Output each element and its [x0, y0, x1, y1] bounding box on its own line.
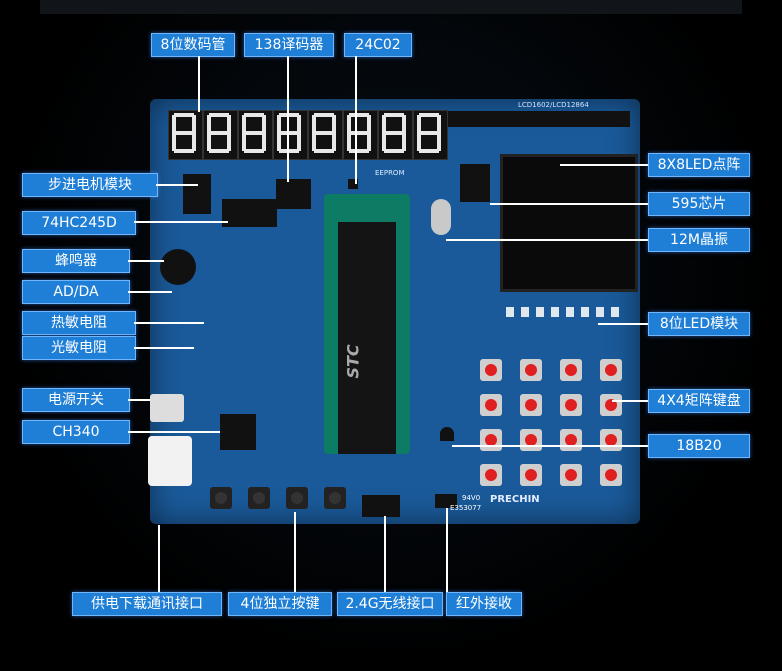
line-595 — [490, 203, 648, 205]
line-dot-matrix — [560, 164, 648, 166]
label-usb: 供电下载通讯接口 — [72, 592, 222, 616]
label-crystal: 12M晶振 — [648, 228, 750, 252]
stepper-driver-ic — [183, 174, 211, 214]
code-text: E353077 — [450, 504, 482, 512]
crystal-oscillator — [431, 199, 451, 235]
line-led-module — [598, 323, 648, 325]
label-thermistor: 热敏电阻 — [22, 311, 136, 335]
independent-key[interactable] — [210, 487, 232, 509]
usb-port-component — [148, 436, 192, 486]
line-power-switch — [128, 399, 150, 401]
matrix-keypad — [480, 359, 625, 494]
label-buttons: 4位独立按键 — [228, 592, 332, 616]
ic595 — [460, 164, 490, 202]
line-eeprom — [355, 56, 357, 184]
keypad-key[interactable] — [480, 429, 502, 451]
keypad-key[interactable] — [560, 359, 582, 381]
keypad-key[interactable] — [560, 464, 582, 486]
wireless-header — [362, 495, 400, 517]
label-photoresistor: 光敏电阻 — [22, 336, 136, 360]
lcd-header-text: LCD1602/LCD12864 — [518, 101, 589, 109]
ds18b20-sensor — [440, 427, 454, 441]
eeprom-ic — [348, 179, 358, 189]
independent-key[interactable] — [324, 487, 346, 509]
brand-text: PRECHIN — [490, 494, 540, 505]
mcu-brand: STC — [343, 344, 363, 379]
label-wireless: 2.4G无线接口 — [337, 592, 443, 616]
dev-board: LCD1602/LCD12864 EEPROM — [148, 99, 640, 524]
decoder-ic — [276, 179, 311, 209]
line-ir — [446, 508, 448, 592]
keypad-key[interactable] — [600, 464, 622, 486]
label-led-module: 8位LED模块 — [648, 312, 750, 336]
top-bar — [40, 0, 742, 14]
label-ch340: CH340 — [22, 420, 130, 444]
label-stepper: 步进电机模块 — [22, 173, 158, 197]
mcu-zif-socket: STC — [324, 194, 410, 454]
label-power-switch: 电源开关 — [22, 388, 130, 412]
label-18b20: 18B20 — [648, 434, 750, 458]
line-usb — [158, 525, 160, 592]
label-ir: 红外接收 — [446, 592, 522, 616]
buzzer-component — [160, 249, 196, 285]
independent-key[interactable] — [286, 487, 308, 509]
power-switch-component[interactable] — [150, 394, 184, 422]
keypad-key[interactable] — [600, 429, 622, 451]
label-dot-matrix: 8X8LED点阵 — [648, 153, 750, 177]
line-crystal — [446, 239, 648, 241]
label-decoder: 138译码器 — [244, 33, 334, 57]
line-adda — [128, 291, 172, 293]
independent-key[interactable] — [248, 487, 270, 509]
line-keypad — [612, 400, 648, 402]
led-row — [506, 304, 621, 318]
line-hc245 — [134, 221, 228, 223]
seven-seg-glyphs — [172, 113, 441, 153]
ir-receiver — [435, 494, 457, 508]
keypad-key[interactable] — [480, 359, 502, 381]
keypad-key[interactable] — [560, 394, 582, 416]
keypad-key[interactable] — [560, 429, 582, 451]
keypad-key[interactable] — [480, 464, 502, 486]
dot-matrix-display — [500, 154, 638, 292]
ch340-ic — [220, 414, 256, 450]
label-seg7: 8位数码管 — [151, 33, 235, 57]
line-18b20 — [452, 445, 648, 447]
keypad-key[interactable] — [520, 394, 542, 416]
line-decoder — [287, 56, 289, 182]
line-wireless — [384, 516, 386, 592]
line-buzzer — [128, 260, 164, 262]
hc245-ic — [222, 199, 277, 227]
mcu-chip — [338, 222, 396, 454]
label-eeprom: 24C02 — [344, 33, 412, 57]
keypad-key[interactable] — [520, 464, 542, 486]
lcd-header-pins — [425, 111, 630, 127]
label-595: 595芯片 — [648, 192, 750, 216]
keypad-key[interactable] — [520, 359, 542, 381]
line-buttons — [294, 512, 296, 592]
label-buzzer: 蜂鸣器 — [22, 249, 130, 273]
label-adda: AD/DA — [22, 280, 130, 304]
label-hc245: 74HC245D — [22, 211, 136, 235]
line-thermistor — [134, 322, 204, 324]
eeprom-tag: EEPROM — [375, 169, 405, 177]
keypad-key[interactable] — [520, 429, 542, 451]
line-stepper — [156, 184, 198, 186]
line-ch340 — [128, 431, 220, 433]
keypad-key[interactable] — [600, 359, 622, 381]
keypad-key[interactable] — [600, 394, 622, 416]
line-seg7 — [198, 56, 200, 112]
line-photoresistor — [134, 347, 194, 349]
keypad-key[interactable] — [480, 394, 502, 416]
label-keypad: 4X4矩阵键盘 — [648, 389, 750, 413]
cert-text: 94V0 — [462, 494, 481, 502]
